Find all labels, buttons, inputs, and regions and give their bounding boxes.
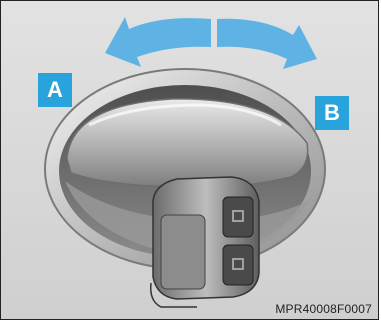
label-a: A: [38, 73, 72, 107]
label-b: B: [315, 96, 349, 130]
key-button-lock: [223, 197, 253, 237]
figure-code: MPR40008F0007: [275, 302, 372, 316]
smart-key-fob-icon: [151, 177, 259, 307]
key-button-unlock: [223, 245, 253, 285]
